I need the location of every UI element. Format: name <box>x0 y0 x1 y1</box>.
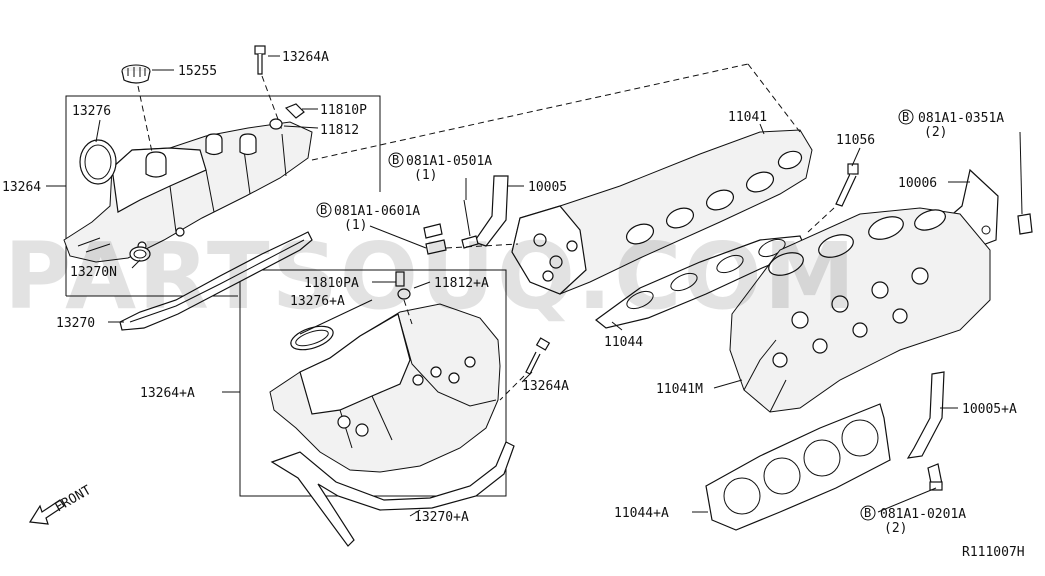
label-11810P: 11810P <box>320 103 367 118</box>
bolt-11056[interactable] <box>835 163 859 207</box>
bolt-marker-icon: B <box>388 152 404 168</box>
label-11056: 11056 <box>836 133 875 148</box>
label-081A1-0601A: 081A1-0601A <box>334 204 420 219</box>
pcv-valve-11810PA[interactable] <box>395 271 405 287</box>
grommet-11812[interactable] <box>269 118 283 130</box>
seal-13270N[interactable] <box>129 246 151 262</box>
upper-cover-group-frame <box>65 95 381 296</box>
label-10005: 10005 <box>528 180 567 195</box>
label-081A1-0351A-qty: (2) <box>924 125 947 140</box>
svg-text:B: B <box>320 203 327 217</box>
cover-gasket-13270[interactable] <box>119 231 313 331</box>
label-11044-plus-A: 11044+A <box>614 506 669 521</box>
front-label: FRONT <box>53 483 95 516</box>
label-081A1-0601A-qty: (1) <box>344 218 367 233</box>
bolt-13264A-mid[interactable] <box>525 337 551 375</box>
label-10005-plus-A: 10005+A <box>962 402 1017 417</box>
label-081A1-0201A: 081A1-0201A <box>880 507 966 522</box>
label-13276-plus-A: 13276+A <box>290 294 345 309</box>
label-13264A-mid: 13264A <box>522 379 569 394</box>
bracket-10005-plus-A[interactable] <box>906 371 945 459</box>
grommet-11812-plus-A[interactable] <box>397 288 411 300</box>
front-direction-arrow <box>28 499 65 525</box>
label-13264: 13264 <box>2 180 41 195</box>
oil-filler-cap-15255[interactable] <box>121 64 151 84</box>
label-13270N: 13270N <box>70 265 117 280</box>
label-13264-plus-A: 13264+A <box>140 386 195 401</box>
label-13276: 13276 <box>72 104 111 119</box>
label-13270: 13270 <box>56 316 95 331</box>
rocker-cover-13264[interactable] <box>63 121 313 263</box>
svg-text:B: B <box>392 153 399 167</box>
oil-filler-gasket-13276[interactable] <box>79 139 117 185</box>
reference-code: R111007H <box>962 545 1025 560</box>
bolt-marker-icon: B <box>898 109 914 125</box>
label-11041: 11041 <box>728 110 767 125</box>
label-11812: 11812 <box>320 123 359 138</box>
pcv-valve-11810P[interactable] <box>284 103 305 119</box>
rocker-cover-13264-plus-A[interactable] <box>269 303 501 473</box>
label-11044: 11044 <box>604 335 643 350</box>
cylinder-head-11041M[interactable] <box>729 206 991 413</box>
label-081A1-0501A-qty: (1) <box>414 168 437 183</box>
watermark: PARTSOUQ.COM <box>4 223 857 330</box>
head-gasket-11044-plus-A[interactable] <box>705 403 891 531</box>
label-11812-plus-A: 11812+A <box>434 276 489 291</box>
label-081A1-0501A: 081A1-0501A <box>406 154 492 169</box>
bolt-marker-icon: B <box>316 202 332 218</box>
bolt-081A1-0601A[interactable] <box>423 223 447 255</box>
label-10006: 10006 <box>898 176 937 191</box>
label-13264A-top: 13264A <box>282 50 329 65</box>
bolt-marker-icon: B <box>860 505 876 521</box>
bolt-13264A-top[interactable] <box>254 45 266 75</box>
label-11810PA: 11810PA <box>304 276 359 291</box>
label-081A1-0351A: 081A1-0351A <box>918 111 1004 126</box>
label-11041M: 11041M <box>656 382 703 397</box>
label-13270-plus-A: 13270+A <box>414 510 469 525</box>
cylinder-head-11041[interactable] <box>511 129 813 295</box>
bolt-081A1-0501A[interactable] <box>461 199 479 249</box>
label-15255: 15255 <box>178 64 217 79</box>
bolt-081A1-0201A[interactable] <box>927 463 943 491</box>
svg-text:B: B <box>864 506 871 520</box>
bolt-081A1-0351A[interactable] <box>1017 213 1033 235</box>
leader-lines <box>46 55 1023 517</box>
label-081A1-0201A-qty: (2) <box>884 521 907 536</box>
svg-text:B: B <box>902 110 909 124</box>
cover-gasket-13270-plus-A[interactable] <box>270 441 515 547</box>
